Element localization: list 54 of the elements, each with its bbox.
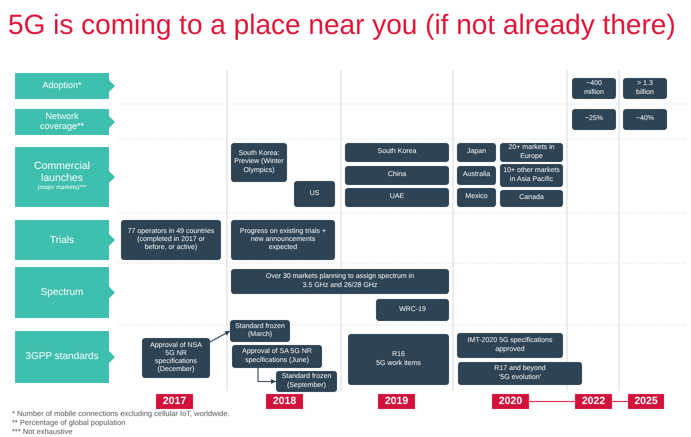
connector-arrow (210, 330, 230, 342)
row-label: Trials (50, 234, 74, 246)
milestone-box (500, 190, 563, 207)
year-badge (575, 394, 612, 409)
milestone-box (457, 188, 496, 207)
row-label: Network coverage** (38, 112, 86, 132)
milestone-box (345, 188, 449, 207)
milestone-box (345, 166, 449, 185)
row-header-tab (15, 267, 115, 318)
milestone-box (345, 143, 449, 162)
year-badge (492, 394, 529, 409)
milestone-box (572, 109, 616, 130)
connector-line (528, 401, 576, 402)
year-badge (156, 394, 193, 409)
milestone-box (457, 166, 496, 185)
connector-line (612, 401, 628, 402)
year-label: 2020 (498, 396, 522, 407)
connector-arrow (258, 368, 276, 384)
milestone-box (623, 78, 667, 99)
row-header-tab (15, 73, 115, 99)
year-label: 2019 (384, 396, 408, 407)
milestone-box (623, 109, 667, 130)
row-header-tab (15, 109, 115, 135)
milestone-box (231, 269, 449, 294)
row-label: 3GPP standards (25, 351, 99, 363)
milestone-box (294, 181, 335, 207)
title: 5G is coming to a place near you (if not already there) (8, 8, 676, 42)
milestone-box (457, 143, 496, 162)
milestone-box (121, 220, 221, 260)
row-label: Adoption* (42, 81, 82, 91)
row-header-tab (15, 331, 115, 383)
milestone-box (457, 333, 563, 358)
milestone-box (376, 299, 449, 321)
milestone-box (572, 78, 616, 99)
year-label: 2017 (162, 396, 186, 407)
milestone-box (500, 143, 563, 162)
row-label: Spectrum (40, 287, 84, 298)
milestone-box (276, 371, 337, 392)
year-label: 2018 (272, 396, 296, 407)
year-badge (378, 394, 415, 409)
row-header-tab (15, 220, 115, 260)
milestone-box (231, 143, 287, 182)
row-label: Commercial launches (32, 161, 91, 184)
row-header-tab (15, 147, 115, 207)
milestone-box (231, 220, 335, 260)
year-badge (628, 394, 664, 409)
milestone-box (458, 362, 582, 385)
milestone-box (230, 320, 290, 342)
year-badge (266, 394, 303, 409)
year-label: 2025 (634, 396, 658, 407)
milestone-box (142, 338, 210, 378)
year-label: 2022 (582, 396, 606, 407)
milestone-box (232, 345, 322, 368)
milestone-box (348, 334, 449, 385)
